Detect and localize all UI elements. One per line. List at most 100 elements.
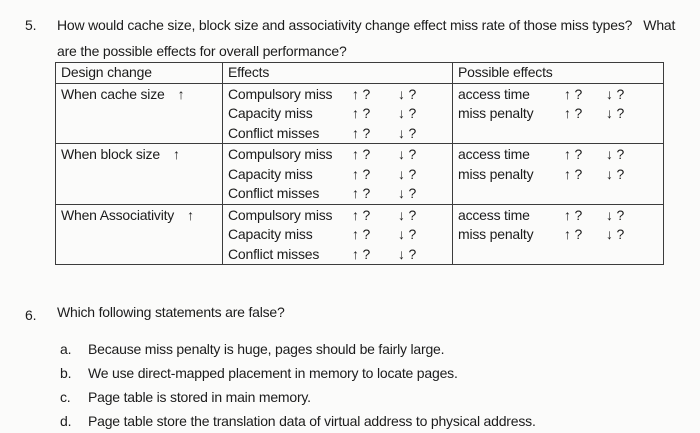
down-question-option: ↓ ? xyxy=(606,146,625,162)
table-row-block-size: When block size ↑ Compulsory miss ↑ ? ↓ ? C… xyxy=(55,143,664,205)
up-question-option: ↑ ? xyxy=(564,165,583,182)
down-question-option: ↓ ? xyxy=(398,226,417,242)
possible-effects-cell: access time↑ ?↓ ? miss penalty↑ ?↓ ? xyxy=(452,143,664,205)
effect-label: Compulsory miss xyxy=(228,85,333,102)
effect-label: Conflict misses xyxy=(228,185,320,201)
effect-label: Conflict misses xyxy=(228,124,320,141)
up-question-option: ↑ ? xyxy=(352,124,371,141)
possible-effect-label: miss penalty xyxy=(458,105,534,121)
design-change-cell: When cache size↑ xyxy=(55,82,223,144)
option-c-text: Page table is stored in main memory. xyxy=(88,389,311,405)
question-5-line-2: are the possible effects for overall per… xyxy=(57,43,347,59)
down-question-option: ↓ ? xyxy=(398,185,417,201)
effect-label: Compulsory miss xyxy=(228,146,333,162)
possible-effect-label: access time xyxy=(458,206,530,223)
possible-effect-line: miss penalty ↑ ? ↓ ? xyxy=(458,104,658,124)
possible-effect-label: access time xyxy=(458,85,530,102)
effect-line: Conflict misses ↑ ? ↓ ? xyxy=(228,245,447,265)
effects-cell: Compulsory miss ↑ ? ↓ ? Capacity miss ↑ ? ↓ … xyxy=(222,143,453,205)
question-6-number: 6. xyxy=(25,307,37,323)
effect-line: Capacity miss ↑ ? ↓ ? xyxy=(228,104,447,124)
question-6-options: a. Because miss penalty is huge, pages s… xyxy=(60,337,685,433)
up-question-option: ↑ ? xyxy=(352,206,371,223)
up-arrow-icon: ↑ xyxy=(172,146,180,162)
effect-label: Conflict misses xyxy=(228,245,320,262)
option-d-text: Page table store the translation data of… xyxy=(88,413,536,429)
design-change-cell: When block size ↑ xyxy=(55,143,223,205)
option-a-text: Because miss penalty is huge, pages shou… xyxy=(88,341,445,357)
effect-label: Capacity miss xyxy=(228,226,313,242)
question-5-text: How would cache size, block size and ass… xyxy=(57,12,675,64)
down-question-option: ↓ ? xyxy=(398,146,417,162)
effect-line: Compulsory miss ↑ ? ↓ ? xyxy=(228,206,447,226)
down-question-option: ↓ ? xyxy=(398,245,417,262)
effect-line: Conflict misses ↑ ? ↓ ? xyxy=(228,124,447,144)
header-effects: Effects xyxy=(222,62,453,84)
possible-effect-line: miss penalty↑ ?↓ ? xyxy=(458,165,658,185)
option-b-text: We use direct-mapped placement in memory… xyxy=(88,365,458,381)
option-a: a. Because miss penalty is huge, pages s… xyxy=(60,337,685,361)
question-6: 6. Which following statements are false?… xyxy=(25,302,685,433)
down-question-option: ↓ ? xyxy=(398,85,417,102)
up-question-option: ↑ ? xyxy=(352,105,371,121)
effect-line: Compulsory miss ↑ ? ↓ ? xyxy=(228,145,447,165)
possible-effects-cell: access time ↑ ? ↓ ? miss penalty ↑ ? ↓ ? xyxy=(452,82,664,144)
up-question-option: ↑ ? xyxy=(564,226,583,242)
cache-design-table: Design change Effects Possible effects W… xyxy=(55,62,664,265)
option-b-letter: b. xyxy=(60,365,72,381)
option-c-letter: c. xyxy=(60,389,71,405)
down-question-option: ↓ ? xyxy=(398,206,417,223)
table-row-cache-size: When cache size↑ Compulsory miss ↑ ? ↓ ? C… xyxy=(55,82,664,144)
down-question-option: ↓ ? xyxy=(398,105,417,121)
effects-cell: Compulsory miss ↑ ? ↓ ? Capacity miss ↑ ? ↓ … xyxy=(222,82,453,144)
question-5: 5. How would cache size, block size and … xyxy=(25,12,695,64)
header-design-change: Design change xyxy=(55,62,223,84)
table-header-row: Design change Effects Possible effects xyxy=(55,62,664,84)
up-arrow-icon: ↑ xyxy=(177,85,185,102)
effect-line: Capacity miss ↑ ? ↓ ? xyxy=(228,165,447,185)
effect-label: Capacity miss xyxy=(228,165,313,182)
design-change-cell: When Associativity ↑ xyxy=(55,203,223,265)
up-arrow-icon: ↑ xyxy=(187,206,194,223)
question-5-number: 5. xyxy=(25,17,37,33)
down-question-option: ↓ ? xyxy=(606,85,625,102)
effects-cell: Compulsory miss ↑ ? ↓ ? Capacity miss ↑ ? ↓ … xyxy=(222,203,453,265)
possible-effect-line: miss penalty ↑ ? ↓ ? xyxy=(458,225,658,245)
down-question-option: ↓ ? xyxy=(398,165,417,182)
up-question-option: ↑ ? xyxy=(564,105,583,121)
possible-effect-line: access time ↑ ? ↓ ? xyxy=(458,145,658,165)
up-question-option: ↑ ? xyxy=(564,85,583,102)
option-a-letter: a. xyxy=(60,341,72,357)
header-possible-effects: Possible effects xyxy=(452,62,664,84)
down-question-option: ↓ ? xyxy=(606,105,625,121)
down-question-option: ↓ ? xyxy=(606,206,625,223)
effect-label: Capacity miss xyxy=(228,105,313,121)
option-c: c. Page table is stored in main memory. xyxy=(60,385,685,409)
up-question-option: ↑ ? xyxy=(564,146,583,162)
question-6-title: Which following statements are false? xyxy=(57,304,285,320)
design-change-label: When Associativity xyxy=(61,206,175,223)
up-question-option: ↑ ? xyxy=(352,165,371,182)
effect-line: Compulsory miss ↑ ? ↓ ? xyxy=(228,85,447,105)
possible-effects-cell: access time ↑ ? ↓ ? miss penalty ↑ ? ↓ ? xyxy=(452,203,664,265)
option-d-letter: d. xyxy=(60,413,72,429)
design-change-label: When block size xyxy=(61,146,160,162)
effect-label: Compulsory miss xyxy=(228,206,333,223)
possible-effect-line: access time ↑ ? ↓ ? xyxy=(458,206,658,226)
question-6-heading: 6. Which following statements are false? xyxy=(25,302,685,328)
option-d: d. Page table store the translation data… xyxy=(60,409,685,433)
possible-effect-label: access time xyxy=(458,146,530,162)
option-b: b. We use direct-mapped placement in mem… xyxy=(60,361,685,385)
up-question-option: ↑ ? xyxy=(352,85,371,102)
down-question-option: ↓ ? xyxy=(606,165,625,182)
down-question-option: ↓ ? xyxy=(606,226,625,242)
up-question-option: ↑ ? xyxy=(352,146,371,162)
effect-line: Conflict misses ↑ ? ↓ ? xyxy=(228,184,447,204)
possible-effect-line: access time ↑ ? ↓ ? xyxy=(458,85,658,105)
up-question-option: ↑ ? xyxy=(352,245,371,262)
up-question-option: ↑ ? xyxy=(352,185,371,201)
table-row-associativity: When Associativity ↑ Compulsory miss ↑ ? ↓ … xyxy=(55,203,664,265)
possible-effect-label: miss penalty xyxy=(458,226,534,242)
down-question-option: ↓ ? xyxy=(398,124,417,141)
up-question-option: ↑ ? xyxy=(564,206,583,223)
